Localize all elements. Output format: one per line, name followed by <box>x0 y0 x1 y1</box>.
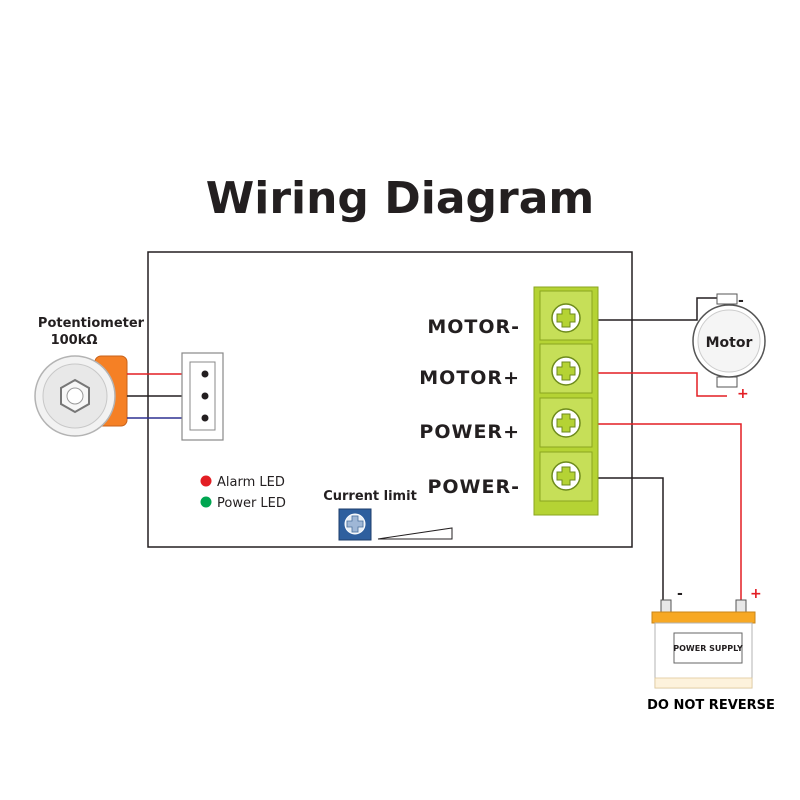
current-limit-potentiometer <box>338 508 372 541</box>
battery-icon <box>651 599 756 689</box>
screw-icon <box>551 461 581 491</box>
terminal-block <box>533 286 599 516</box>
adjust-ramp-icon <box>377 527 453 540</box>
diagram-title: Wiring Diagram <box>206 173 595 224</box>
terminal-label-motor-minus: MOTOR- <box>427 316 520 338</box>
trimmer-screw-icon <box>346 515 364 533</box>
connector-pin <box>201 414 209 422</box>
do-not-reverse-warning: DO NOT REVERSE <box>647 698 775 713</box>
motor-icon <box>692 293 766 388</box>
current-limit-label: Current limit <box>323 489 417 504</box>
power-supply-plus-sign: + <box>750 586 762 602</box>
motor-wires <box>598 297 727 397</box>
terminal-label-power-plus: POWER+ <box>419 421 520 443</box>
terminal-label-power-minus: POWER- <box>427 476 520 498</box>
power-supply-label: POWER SUPPLY <box>673 644 743 653</box>
power-plus-wire <box>598 423 742 600</box>
alarm-led-icon <box>200 475 212 487</box>
motor-label: Motor <box>706 335 753 351</box>
screw-icon <box>551 303 581 333</box>
potentiometer-value: 100kΩ <box>51 333 98 348</box>
motor-plus-sign: + <box>737 386 749 402</box>
power-supply-minus-sign: - <box>677 586 683 602</box>
alarm-led-label: Alarm LED <box>217 475 285 490</box>
connector-pin <box>201 392 209 400</box>
power-minus-wire <box>598 477 664 600</box>
power-wires <box>598 423 742 600</box>
terminal-label-motor-plus: MOTOR+ <box>419 367 520 389</box>
motor-plus-wire <box>598 372 727 397</box>
connector-pin <box>201 370 209 378</box>
power-supply-sticker <box>673 632 743 664</box>
motor-minus-wire <box>598 297 727 321</box>
power-led-label: Power LED <box>217 496 286 511</box>
pot-connector <box>181 352 224 441</box>
screw-icon <box>551 408 581 438</box>
motor-minus-sign: - <box>738 293 744 309</box>
potentiometer-icon <box>34 355 128 437</box>
screw-icon <box>551 356 581 386</box>
power-led-icon <box>200 496 212 508</box>
potentiometer-label: Potentiometer <box>38 316 145 331</box>
